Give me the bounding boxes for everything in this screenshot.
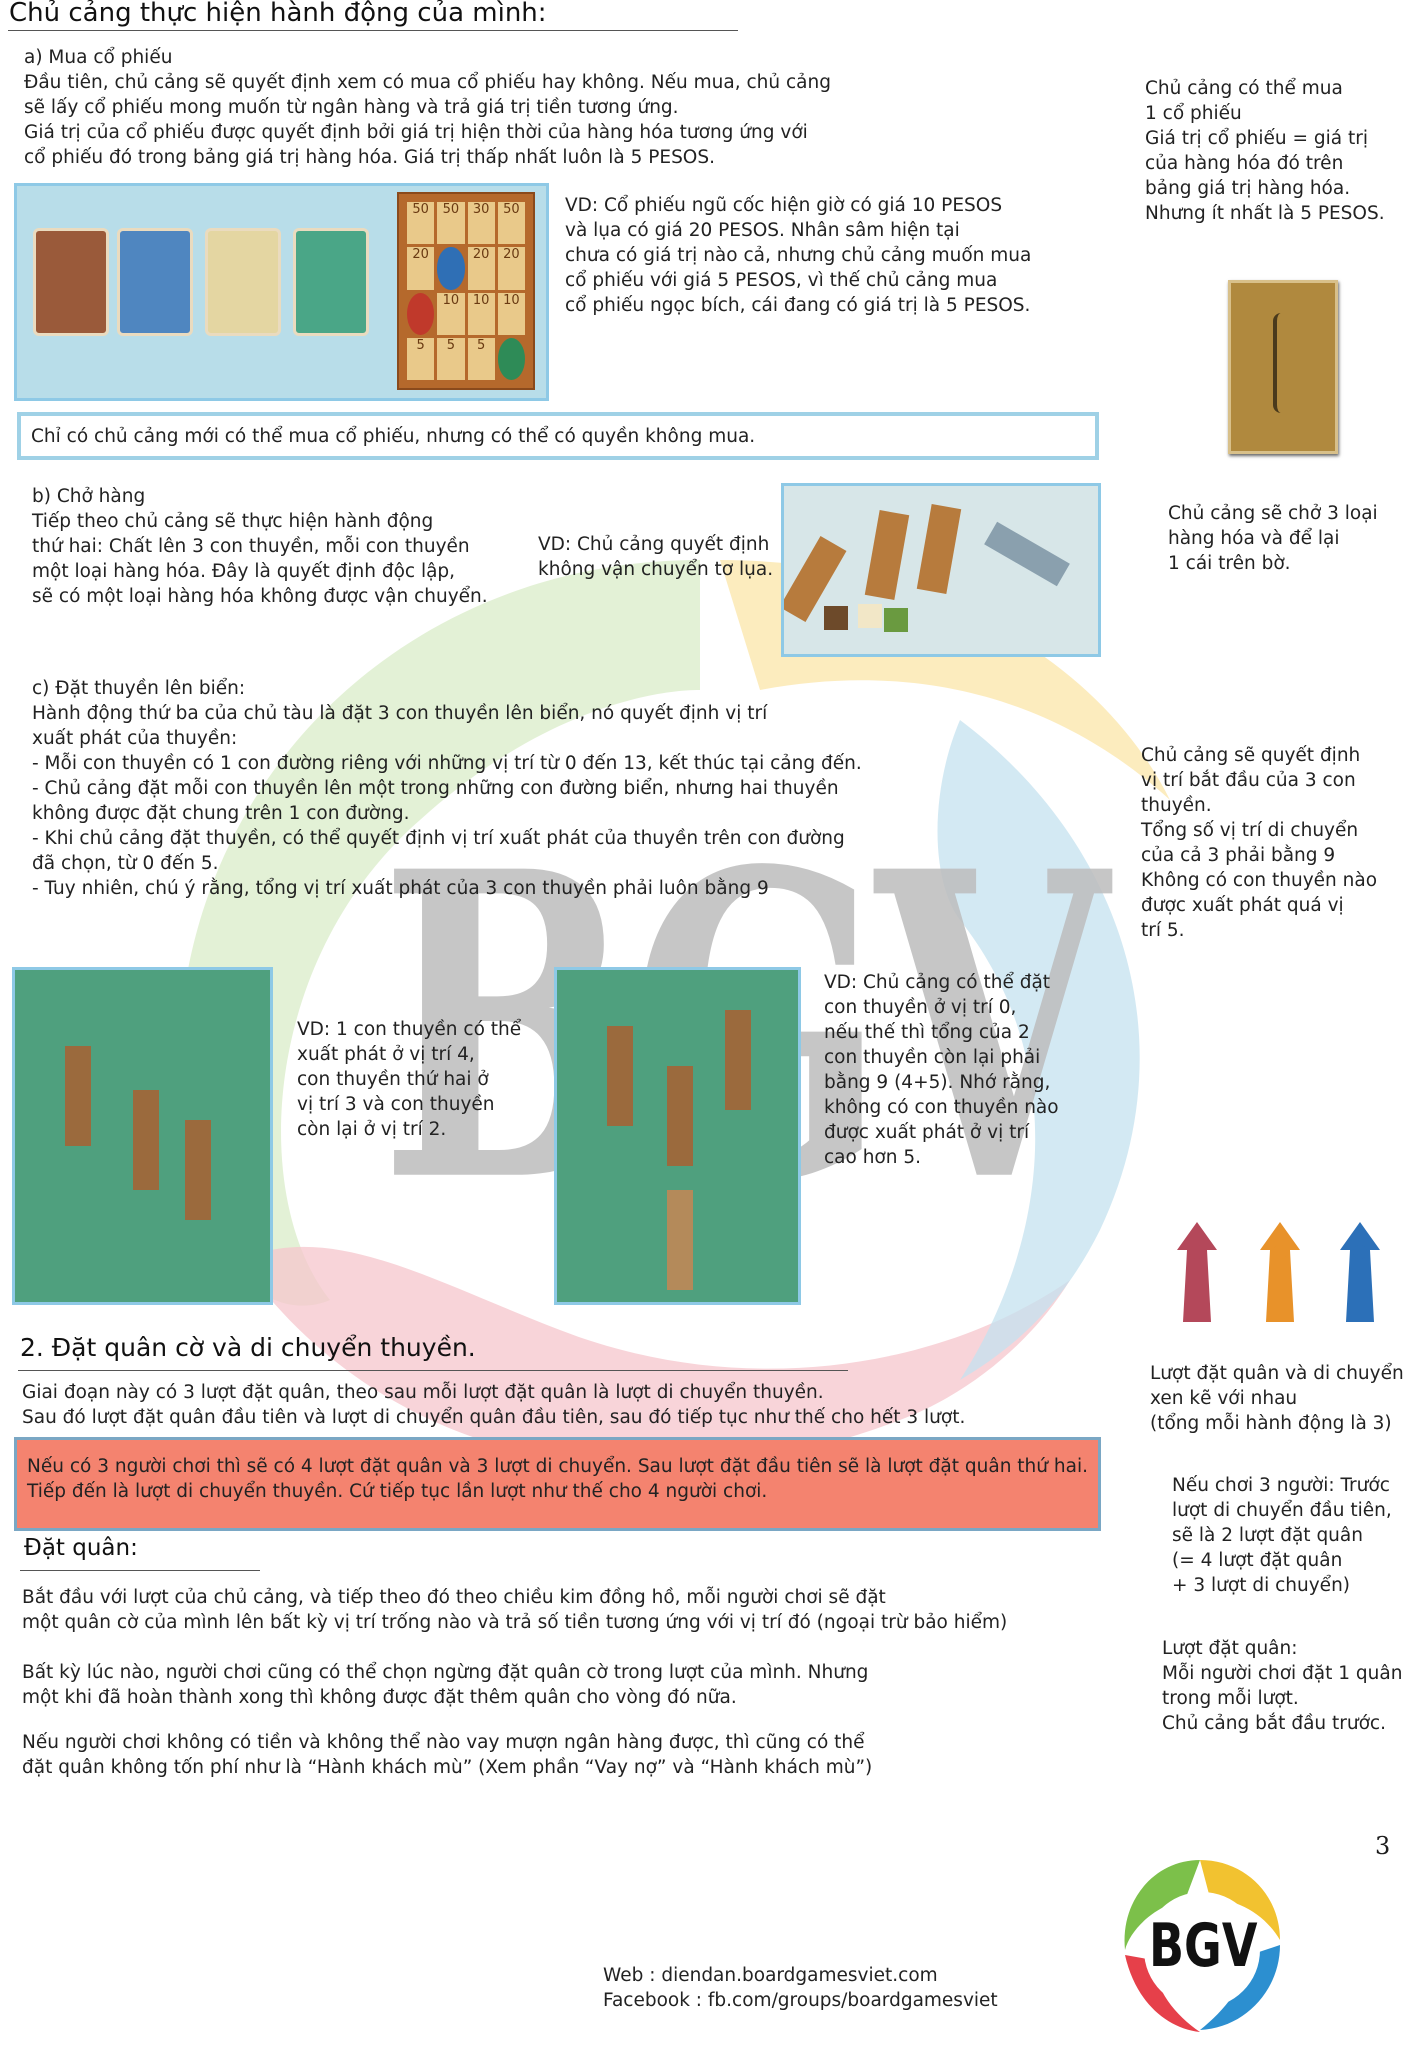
section-b-example: VD: Chủ cảng quyết định không vận chuyển… bbox=[538, 534, 774, 580]
price-board: 50 50 30 50 20 20 20 10 10 10 5 5 5 bbox=[397, 192, 535, 390]
boat-4 bbox=[984, 521, 1070, 587]
boat-piece bbox=[667, 1066, 693, 1166]
section-a-side-note: Chủ cảng có thể mua 1 cổ phiếu Giá trị c… bbox=[1145, 78, 1385, 224]
price-cell: 50 bbox=[437, 202, 465, 245]
price-cell: 5 bbox=[407, 337, 435, 380]
section-c-title: c) Đặt thuyền lên biển: bbox=[32, 678, 246, 699]
section-2-side-note-3: Lượt đặt quân: Mỗi người chơi đặt 1 quân… bbox=[1162, 1638, 1403, 1734]
price-marker-blue bbox=[437, 247, 465, 290]
dat-quan-paragraph-1: Bắt đầu với lượt của chủ cảng, và tiếp t… bbox=[22, 1587, 1008, 1633]
footer-web: Web : diendan.boardgamesviet.com bbox=[603, 1965, 938, 1986]
section-2-side-note-2: Nếu chơi 3 người: Trước lượt di chuyển đ… bbox=[1172, 1475, 1392, 1596]
section-b-side-note: Chủ cảng sẽ chở 3 loại hàng hóa và để lạ… bbox=[1168, 503, 1378, 574]
pawn-icons bbox=[1177, 1222, 1380, 1322]
section-2-highlight: Nếu có 3 người chơi thì sẽ có 4 lượt đặt… bbox=[27, 1456, 1088, 1502]
stock-card-grain bbox=[205, 228, 281, 336]
price-marker-green bbox=[497, 337, 525, 380]
section-2-highlight-box: Nếu có 3 người chơi thì sẽ có 4 lượt đặt… bbox=[14, 1437, 1101, 1531]
stock-card-glyph bbox=[1273, 313, 1295, 413]
section-a-body: Đầu tiên, chủ cảng sẽ quyết định xem có … bbox=[24, 72, 831, 168]
price-marker-red bbox=[407, 292, 435, 335]
section-2-title: 2. Đặt quân cờ và di chuyển thuyền. bbox=[20, 1333, 476, 1362]
section-c-example-2: VD: Chủ cảng có thể đặt con thuyền ở vị … bbox=[824, 972, 1059, 1168]
boat-piece bbox=[133, 1090, 159, 1190]
boat-piece bbox=[607, 1026, 633, 1126]
section-2-side-note-1: Lượt đặt quân và di chuyển xen kẽ với nh… bbox=[1150, 1363, 1404, 1434]
page-title: Chủ cảng thực hiện hành động của mình: bbox=[9, 0, 547, 28]
dat-quan-title: Đặt quân: bbox=[24, 1535, 138, 1561]
price-cell: 20 bbox=[407, 247, 435, 290]
dat-quan-underline bbox=[20, 1570, 260, 1571]
price-cell: 10 bbox=[437, 292, 465, 335]
boat-2 bbox=[864, 510, 910, 600]
boat-3 bbox=[916, 504, 962, 594]
dice bbox=[858, 604, 882, 628]
price-cell: 50 bbox=[407, 202, 435, 245]
section-a-note: Chỉ có chủ cảng mới có thể mua cổ phiếu,… bbox=[31, 426, 756, 447]
boat-piece bbox=[667, 1190, 693, 1290]
section-c-body: Hành động thứ ba của chủ tàu là đặt 3 co… bbox=[32, 703, 862, 899]
title-underline bbox=[8, 30, 738, 31]
section-2-underline bbox=[18, 1370, 848, 1371]
orange-pawn-icon bbox=[1260, 1222, 1300, 1322]
section-c-example-1: VD: 1 con thuyền có thể xuất phát ở vị t… bbox=[297, 1019, 522, 1140]
stock-card-tile bbox=[1228, 280, 1338, 454]
boat-piece bbox=[65, 1046, 91, 1146]
dice bbox=[824, 606, 848, 630]
section-b-body: Tiếp theo chủ cảng sẽ thực hiện hành độn… bbox=[32, 511, 488, 607]
price-cell: 20 bbox=[467, 247, 495, 290]
bgv-logo-icon bbox=[1124, 1860, 1280, 2032]
section-a-title: a) Mua cổ phiếu bbox=[24, 47, 173, 68]
stock-card-ginseng bbox=[33, 228, 109, 336]
bgv-logo: BGV bbox=[1105, 1850, 1295, 2040]
price-cell: 30 bbox=[467, 202, 495, 245]
price-cell: 10 bbox=[467, 292, 495, 335]
boat-piece bbox=[185, 1120, 211, 1220]
section-a-example: VD: Cổ phiếu ngũ cốc hiện giờ có giá 10 … bbox=[565, 195, 1032, 316]
stock-card-jade bbox=[293, 228, 369, 336]
dat-quan-paragraph-2: Bất kỳ lúc nào, người chơi cũng có thể c… bbox=[22, 1662, 869, 1708]
section-2-body: Giai đoạn này có 3 lượt đặt quân, theo s… bbox=[22, 1382, 966, 1428]
boats-cargo-photo bbox=[781, 483, 1101, 657]
bgv-logo-text: BGV bbox=[1149, 1909, 1258, 1981]
dice bbox=[884, 608, 908, 632]
price-cell: 5 bbox=[467, 337, 495, 380]
stock-cards-photo: 50 50 30 50 20 20 20 10 10 10 5 5 5 bbox=[14, 183, 549, 401]
section-c-side-note: Chủ cảng sẽ quyết định vị trí bắt đầu củ… bbox=[1141, 745, 1378, 941]
dat-quan-paragraph-3: Nếu người chơi không có tiền và không th… bbox=[22, 1732, 873, 1778]
stock-card-silk bbox=[117, 228, 193, 336]
section-a-note-box: Chỉ có chủ cảng mới có thể mua cổ phiếu,… bbox=[17, 412, 1099, 460]
blue-pawn-icon bbox=[1340, 1222, 1380, 1322]
red-pawn-icon bbox=[1177, 1222, 1217, 1322]
section-b-title: b) Chở hàng bbox=[32, 486, 146, 507]
sea-board-photo-1 bbox=[12, 967, 273, 1305]
boat-piece bbox=[725, 1010, 751, 1110]
price-cell: 20 bbox=[497, 247, 525, 290]
price-cell: 50 bbox=[497, 202, 525, 245]
footer-facebook: Facebook : fb.com/groups/boardgamesviet bbox=[603, 1990, 998, 2011]
price-cell: 10 bbox=[497, 292, 525, 335]
sea-board-photo-2 bbox=[554, 967, 801, 1305]
price-cell: 5 bbox=[437, 337, 465, 380]
page-number: 3 bbox=[1375, 1832, 1391, 1860]
